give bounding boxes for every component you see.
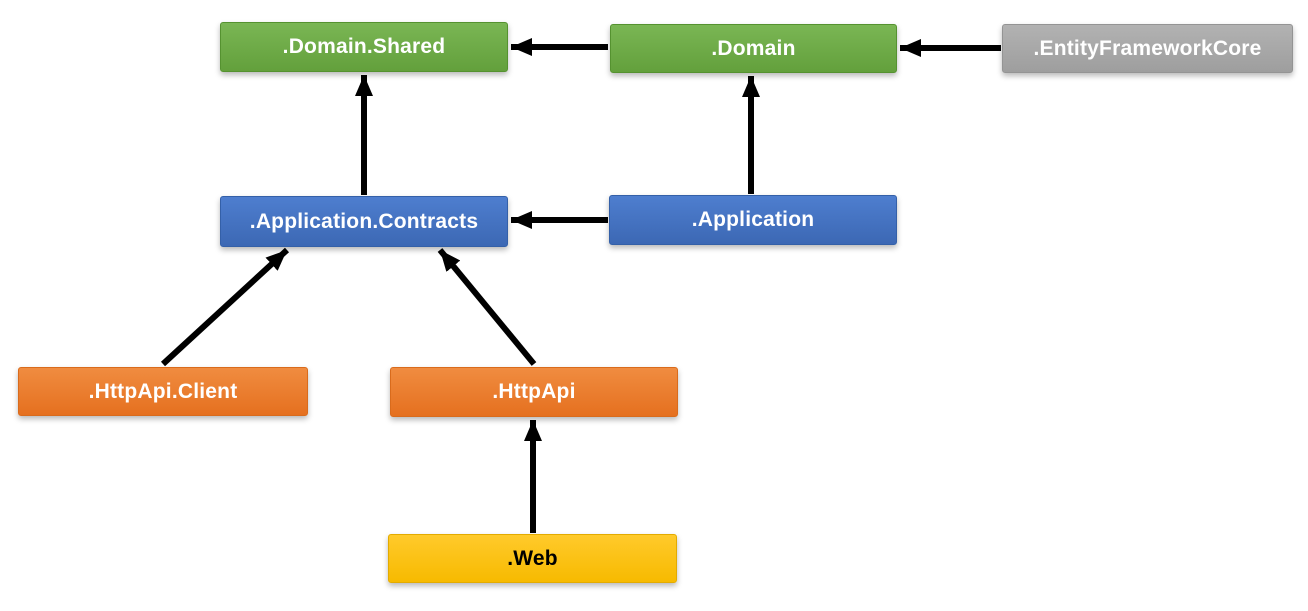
node-web: .Web [388, 534, 677, 583]
node-application-contracts: .Application.Contracts [220, 196, 508, 247]
node-label-entityframeworkcore: .EntityFrameworkCore [1033, 36, 1262, 60]
node-label-application: .Application [691, 208, 815, 231]
node-label-domain: .Domain [711, 36, 796, 60]
node-label-application-contracts: .Application.Contracts [249, 209, 479, 233]
node-label-domain-shared: .Domain.Shared [282, 35, 446, 58]
node-httpapi-client: .HttpApi.Client [18, 367, 308, 416]
node-application: .Application [609, 195, 897, 245]
node-httpapi: .HttpApi [390, 367, 678, 417]
node-label-httpapi: .HttpApi [492, 380, 576, 403]
node-entityframeworkcore: .EntityFrameworkCore [1002, 24, 1293, 73]
node-domain-shared: .Domain.Shared [220, 22, 508, 72]
node-label-web: .Web [507, 546, 558, 570]
node-domain: .Domain [610, 24, 897, 73]
node-label-httpapi-client: .HttpApi.Client [88, 379, 238, 403]
